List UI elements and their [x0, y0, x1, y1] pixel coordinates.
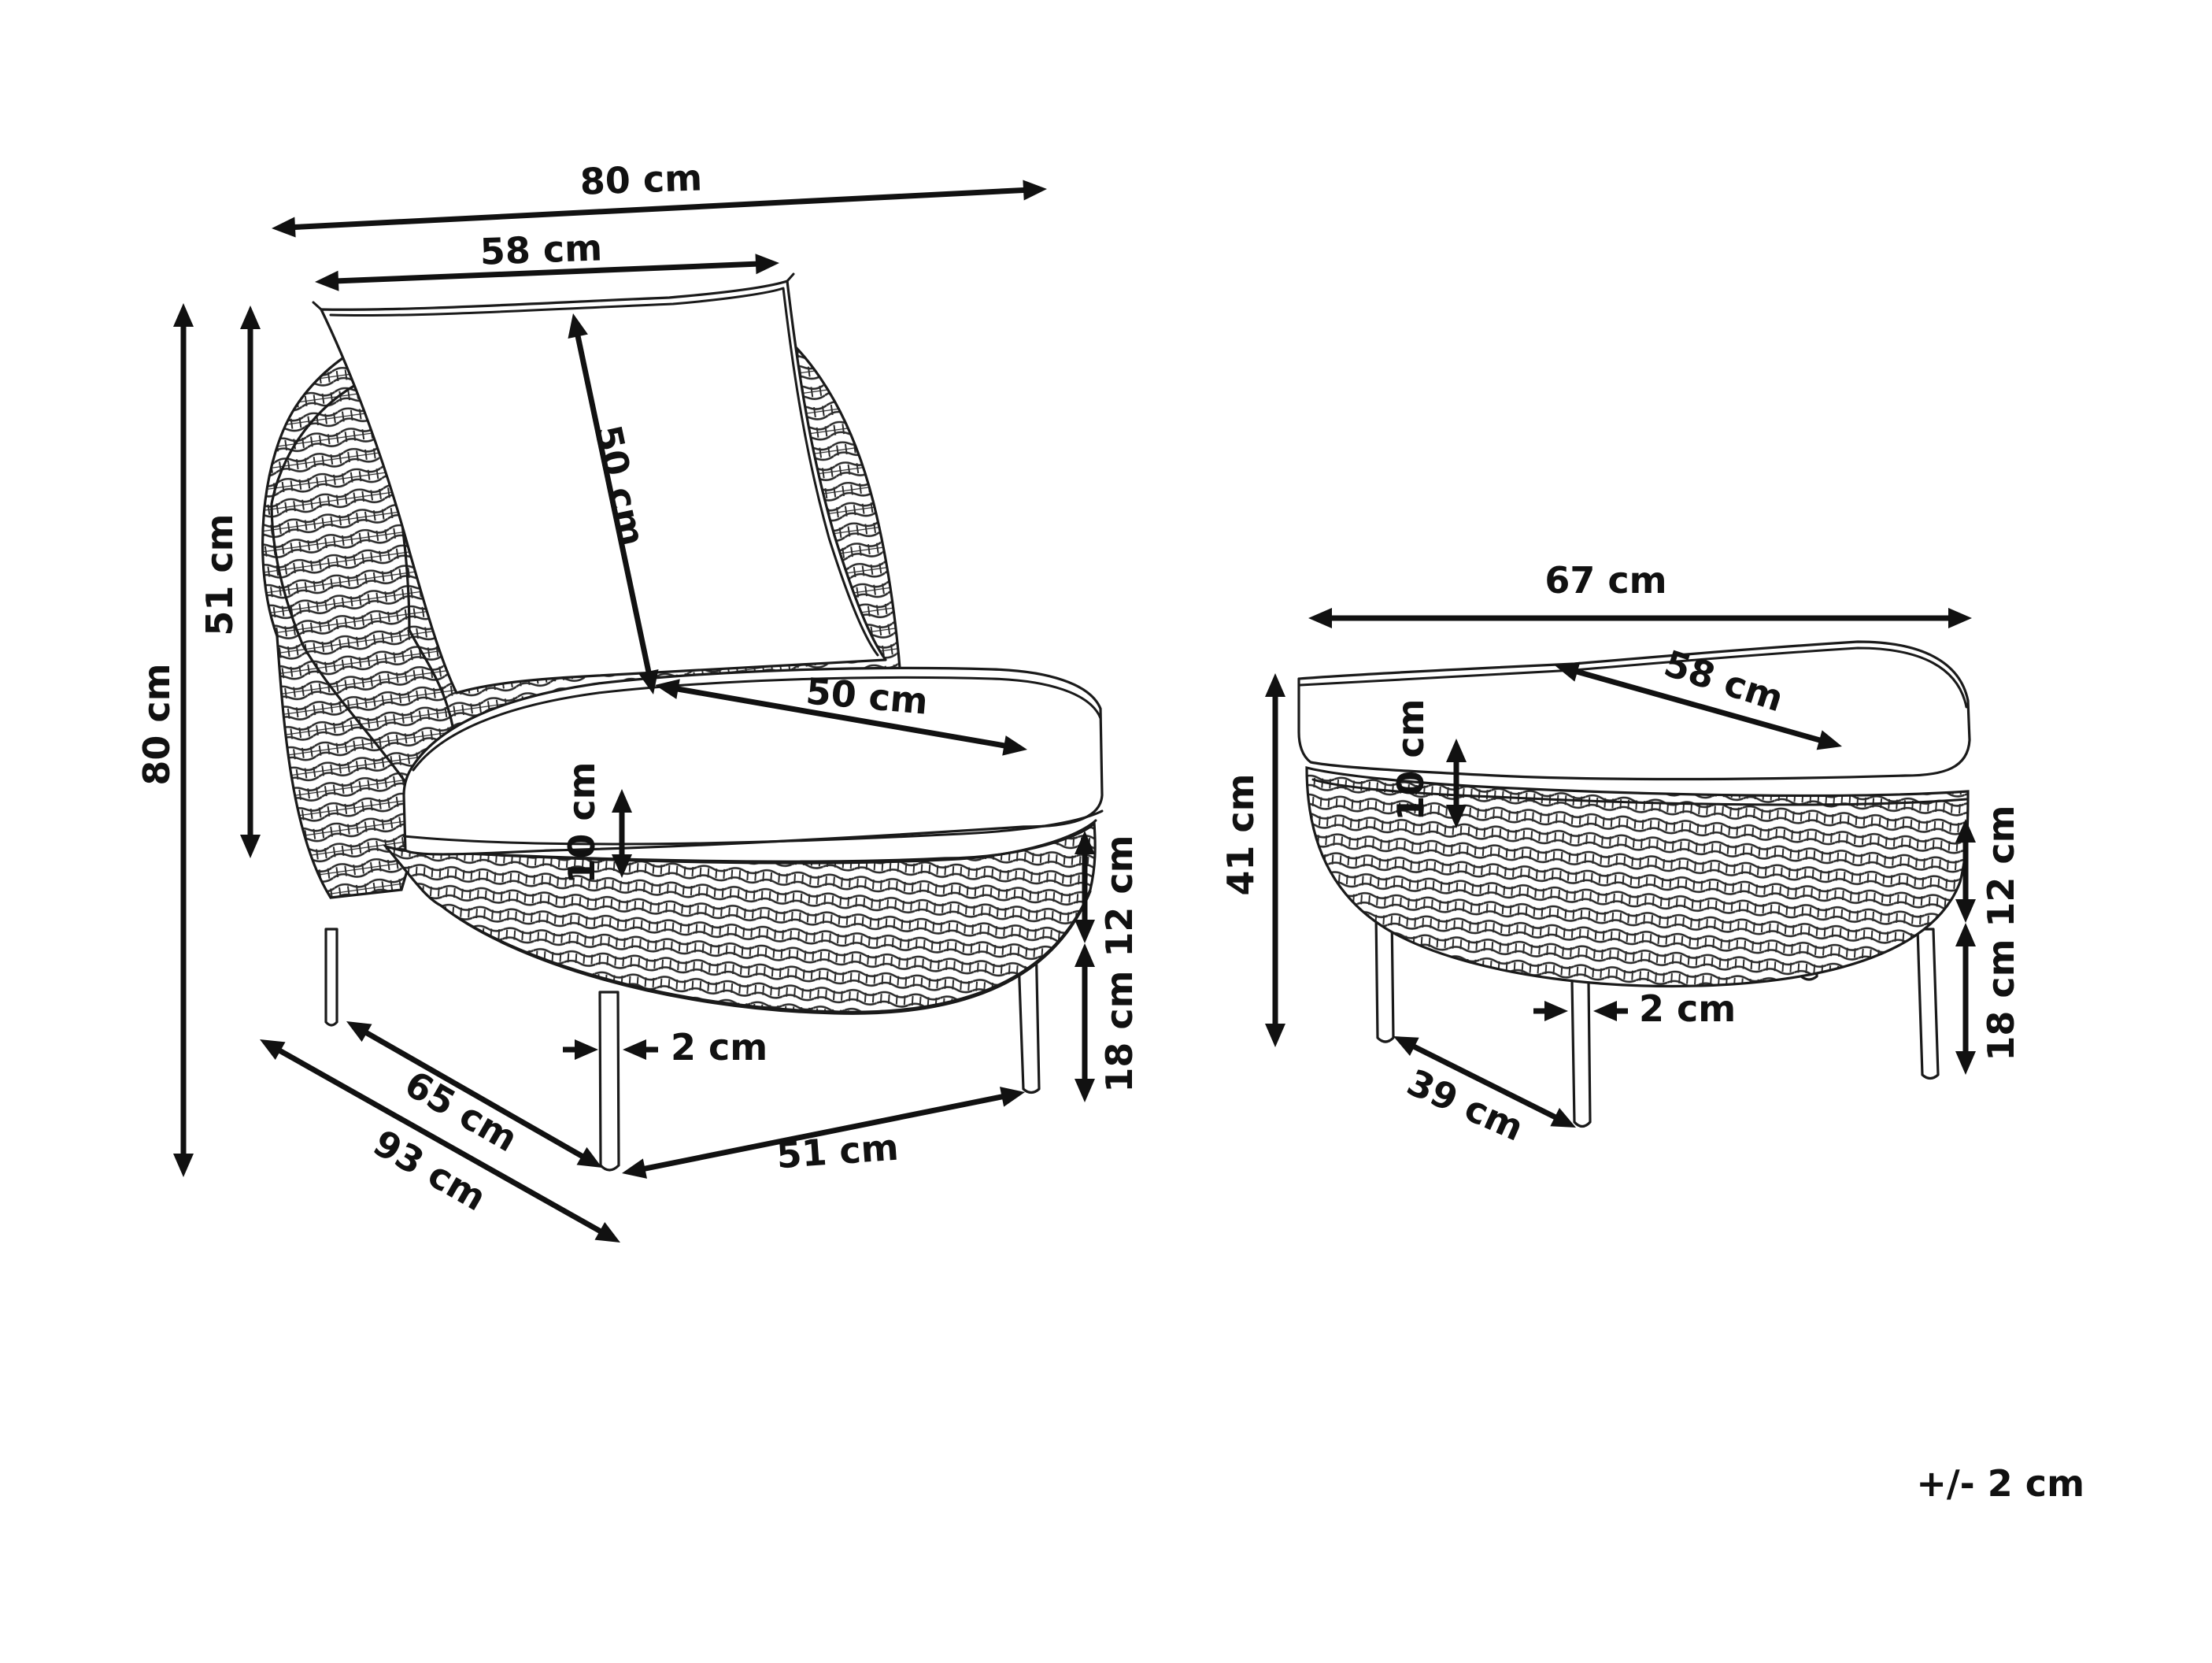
- chair-base-height-arrow: [1075, 831, 1095, 943]
- chair-pillow-width-label: 58 cm: [479, 226, 603, 272]
- chair-base-height-label: 12 cm: [1098, 835, 1141, 957]
- chair-total-width-label: 80 cm: [579, 156, 703, 202]
- chair-seat-cushion: [402, 666, 1104, 856]
- chair-drawing: [261, 272, 1104, 1172]
- chair-seat-depth-label: 50 cm: [805, 669, 930, 722]
- chair-leg-height-arrow: [1075, 943, 1095, 1102]
- ottoman-cushion-thickness-arrow: [1446, 739, 1467, 828]
- ottoman-base: [1305, 765, 1970, 988]
- chair-leg-height-label: 18 cm: [1098, 970, 1141, 1092]
- chair-base-rim: [392, 819, 1097, 865]
- chair-base-bottom: [439, 890, 1092, 1015]
- ottoman-cushion-thickness-label: 10 cm: [1389, 698, 1432, 820]
- ottoman-leg-back-left: [1374, 912, 1395, 1043]
- chair-backrest-height-label: 51 cm: [198, 513, 241, 635]
- chair-leg-front: [598, 991, 620, 1172]
- chair-total-depth-arrow: [260, 1039, 620, 1243]
- ottoman-leg-back-right: [1916, 928, 1940, 1080]
- chair-leg-spacing-width-arrow: [622, 1087, 1025, 1179]
- ottoman-leg-diameter-arrow-right: [1593, 1001, 1628, 1021]
- chair-back-pillow: [320, 280, 887, 694]
- ottoman-base-height-arrow: [1955, 819, 1976, 923]
- ottoman-total-width-label: 67 cm: [1544, 559, 1666, 602]
- chair-leg-rear-right: [1016, 935, 1041, 1094]
- ottoman-leg-diameter-label: 2 cm: [1639, 987, 1736, 1030]
- ottoman-leg-spacing-arrow: [1393, 1036, 1576, 1128]
- ottoman-base-rim: [1311, 778, 1968, 806]
- ottoman-leg-height-arrow: [1955, 923, 1976, 1075]
- ottoman-base-height-label: 12 cm: [1980, 805, 2022, 927]
- chair-leg-diameter-arrow-left: [563, 1039, 598, 1060]
- chair-cushion-thickness-label: 10 cm: [560, 761, 603, 883]
- ottoman-drawing: [1297, 640, 1971, 1128]
- ottoman-total-height-arrow: [1265, 673, 1285, 1047]
- chair-leg-diameter-label: 2 cm: [671, 1026, 768, 1069]
- ottoman-total-width-arrow: [1308, 608, 1972, 628]
- chair-leg-diameter-arrow-right: [623, 1039, 658, 1060]
- ottoman-cushion-piping: [1299, 646, 1968, 709]
- ottoman-cushion-depth-arrow: [1555, 661, 1842, 750]
- chair-leg-spacing-depth-arrow: [346, 1021, 602, 1168]
- chair-backrest-height-arrow: [240, 306, 261, 858]
- chair-total-height-arrow: [173, 303, 194, 1177]
- chair-seat-depth-arrow: [655, 679, 1027, 756]
- chair-cushion-thickness-arrow: [612, 789, 632, 878]
- chair-pillow-corner-tr: [786, 272, 795, 283]
- chair-back-pillow-seam: [329, 287, 879, 657]
- chair-seat-piping: [412, 676, 1102, 772]
- chair-seat-front-piping: [402, 809, 1104, 846]
- ottoman-total-height-label: 41 cm: [1219, 773, 1262, 895]
- chair-total-width-arrow: [272, 180, 1047, 238]
- chair-pillow-height-arrow: [568, 313, 659, 694]
- chair-pillow-corner-tl: [312, 301, 323, 311]
- chair-leg-rear-left: [324, 928, 338, 1027]
- chair-pillow-width-arrow: [315, 254, 779, 291]
- chair-total-height-label: 80 cm: [135, 663, 178, 785]
- ottoman-leg-height-label: 18 cm: [1980, 939, 2022, 1061]
- ottoman-leg-front: [1570, 979, 1592, 1128]
- dimension-lines: [173, 180, 1976, 1243]
- chair-leg-spacing-width-label: 51 cm: [775, 1126, 901, 1177]
- tolerance-note: +/- 2 cm: [1916, 1462, 2084, 1505]
- ottoman-leg-diameter-arrow-left: [1533, 1001, 1568, 1021]
